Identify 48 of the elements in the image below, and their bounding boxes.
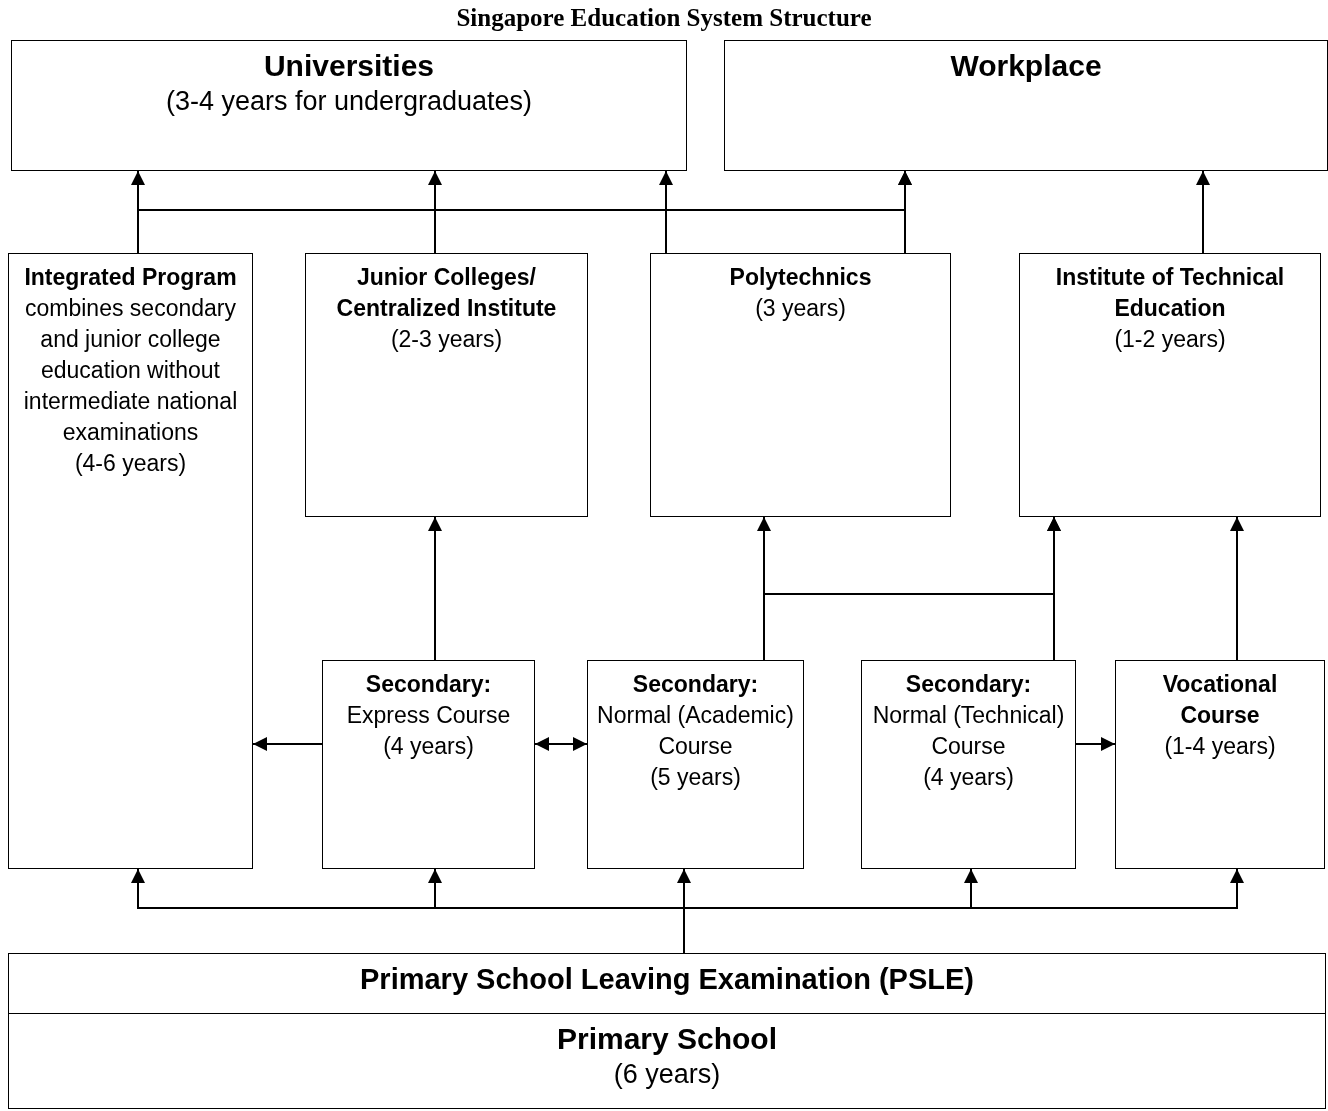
arrow bbox=[428, 516, 442, 661]
box-heading: Workplace bbox=[949, 49, 1103, 83]
arrow bbox=[1196, 170, 1210, 254]
stage-box bbox=[8, 253, 253, 869]
box-text: (1-2 years) bbox=[1113, 325, 1227, 354]
box-text: combines secondary and junior college education without intermediate national examinations bbox=[22, 294, 239, 447]
stage-box bbox=[587, 660, 804, 869]
stage-box bbox=[1019, 253, 1321, 517]
box-heading: Junior Colleges/ Centralized Institute bbox=[335, 263, 558, 323]
stage-box bbox=[322, 660, 535, 869]
box-heading: Vocational Course bbox=[1161, 670, 1279, 730]
arrow bbox=[1230, 516, 1244, 661]
box-heading: Primary School Leaving Examination (PSLE) bbox=[359, 964, 975, 995]
box-text: (3-4 years for undergraduates) bbox=[164, 85, 534, 118]
box-text: (4 years) bbox=[922, 763, 1015, 792]
stage-box bbox=[8, 1013, 1326, 1109]
box-text: (1-4 years) bbox=[1163, 732, 1277, 761]
box-heading: Primary School bbox=[555, 1022, 779, 1056]
box-text: (4-6 years) bbox=[73, 449, 188, 478]
box-heading: Secondary: bbox=[364, 670, 493, 699]
arrow bbox=[1047, 516, 1061, 661]
box-text: Normal (Technical) Course bbox=[871, 701, 1066, 761]
destination-box bbox=[724, 40, 1328, 171]
box-text: Express Course bbox=[345, 701, 512, 730]
box-heading: Institute of Technical Education bbox=[1054, 263, 1286, 323]
box-text: (5 years) bbox=[649, 763, 742, 792]
box-text: (6 years) bbox=[612, 1058, 722, 1091]
stage-box bbox=[1115, 660, 1325, 869]
box-heading: Secondary: bbox=[631, 670, 760, 699]
diagram-title: Singapore Education System Structure bbox=[455, 4, 873, 32]
destination-box bbox=[11, 40, 687, 171]
box-text: (3 years) bbox=[754, 294, 847, 323]
stage-box bbox=[861, 660, 1076, 869]
box-text: Normal (Academic) Course bbox=[596, 701, 795, 761]
arrow bbox=[534, 737, 588, 751]
box-text: (4 years) bbox=[382, 732, 475, 761]
box-heading: Integrated Program bbox=[23, 263, 238, 292]
box-text: (2-3 years) bbox=[389, 325, 504, 354]
box-heading: Secondary: bbox=[904, 670, 1033, 699]
exam-band bbox=[8, 953, 1326, 1014]
box-heading: Universities bbox=[262, 49, 436, 83]
stage-box bbox=[305, 253, 588, 517]
stage-box bbox=[650, 253, 951, 517]
arrow bbox=[428, 170, 442, 254]
arrow bbox=[659, 170, 673, 254]
box-heading: Polytechnics bbox=[728, 263, 873, 292]
arrow bbox=[1075, 737, 1116, 751]
arrow bbox=[252, 737, 323, 751]
